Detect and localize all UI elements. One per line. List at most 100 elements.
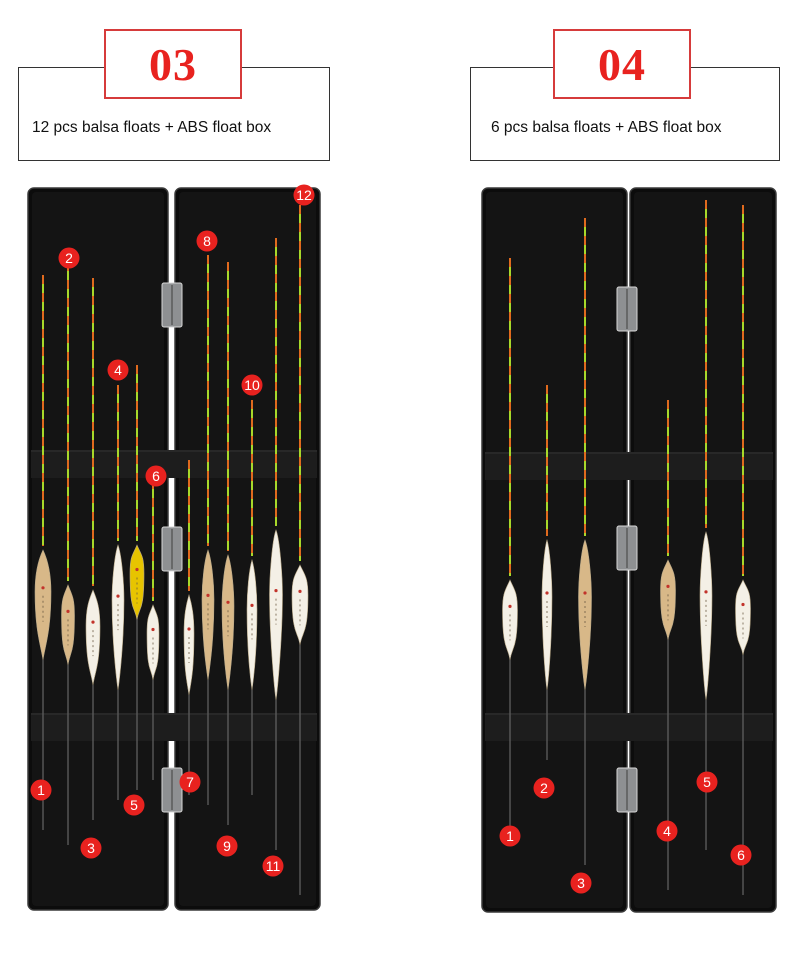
balsa-float — [541, 385, 553, 760]
float-number-marker: 1 — [499, 825, 521, 847]
number-marker-text: 4 — [114, 362, 122, 378]
float-number-marker: 2 — [58, 247, 80, 269]
float-number-marker: 10 — [241, 374, 263, 396]
number-marker-text: 2 — [540, 780, 548, 796]
number-marker-dot — [145, 465, 167, 487]
float-logo-mark — [41, 586, 45, 590]
number-marker-text: 5 — [703, 774, 711, 790]
float-logo-mark — [226, 600, 230, 604]
float-logo-mark — [704, 590, 708, 594]
balsa-float — [660, 400, 676, 890]
number-marker-text: 12 — [296, 187, 312, 203]
balsa-float — [201, 255, 215, 805]
number-marker-text: 2 — [65, 250, 73, 266]
number-marker-dot — [533, 777, 555, 799]
float-number-marker: 6 — [730, 844, 752, 866]
balsa-float — [61, 262, 75, 845]
balsa-float — [85, 278, 101, 820]
float-number-marker: 4 — [107, 359, 129, 381]
number-marker-dot — [196, 230, 218, 252]
number-marker-dot — [241, 374, 263, 396]
number-marker-dot — [499, 825, 521, 847]
float-logo-mark — [545, 591, 549, 595]
number-marker-text: 4 — [663, 823, 671, 839]
number-marker-dot — [696, 771, 718, 793]
float-logo-mark — [187, 627, 191, 631]
float-number-marker: 6 — [145, 465, 167, 487]
float-logo-mark — [151, 627, 155, 632]
balsa-float — [269, 238, 283, 850]
float-number-marker: 5 — [123, 794, 145, 816]
balsa-float — [502, 258, 518, 830]
number-marker-text: 8 — [203, 233, 211, 249]
box-lining — [32, 192, 164, 906]
float-number-marker: 1 — [30, 779, 52, 801]
number-marker-dot — [570, 872, 592, 894]
float-number-marker: 3 — [570, 872, 592, 894]
number-marker-text: 1 — [37, 782, 45, 798]
float-number-marker: 2 — [533, 777, 555, 799]
float-logo-mark — [135, 567, 139, 572]
balsa-float — [129, 365, 145, 790]
float-number-marker: 8 — [196, 230, 218, 252]
number-marker-dot — [262, 855, 284, 877]
number-marker-text: 10 — [244, 377, 260, 393]
velcro-strap — [485, 713, 773, 741]
number-marker-dot — [80, 837, 102, 859]
number-marker-dot — [123, 794, 145, 816]
float-box-photo: 1 2 3 4 5 6 — [481, 187, 777, 913]
number-marker-dot — [107, 359, 129, 381]
float-number-marker: 11 — [262, 855, 284, 877]
balsa-float — [291, 205, 309, 895]
number-marker-text: 1 — [506, 828, 514, 844]
number-marker-text: 6 — [152, 468, 160, 484]
float-logo-mark — [741, 602, 745, 607]
number-marker-text: 9 — [223, 838, 231, 854]
float-logo-mark — [666, 584, 670, 589]
option-caption: 12 pcs balsa floats + ABS float box — [32, 119, 272, 136]
product-panel-03: 03 12 pcs balsa floats + ABS float box 1… — [18, 29, 330, 911]
velcro-strap — [485, 452, 773, 480]
number-marker-dot — [30, 779, 52, 801]
option-caption: 6 pcs balsa floats + ABS float box — [491, 119, 722, 136]
velcro-strap — [31, 713, 317, 741]
float-number-marker: 3 — [80, 837, 102, 859]
box-lining — [179, 192, 316, 906]
number-marker-dot — [58, 247, 80, 269]
option-number-badge: 03 — [104, 29, 242, 99]
product-panel-04: 04 6 pcs balsa floats + ABS float box 1 2… — [400, 0, 800, 972]
number-marker-dot — [179, 771, 201, 793]
balsa-float — [578, 218, 592, 865]
balsa-float — [111, 385, 125, 800]
number-marker-text: 6 — [737, 847, 745, 863]
number-marker-dot — [656, 820, 678, 842]
balsa-float — [221, 262, 235, 825]
float-logo-mark — [298, 589, 302, 594]
number-marker-text: 3 — [87, 840, 95, 856]
float-number-marker: 9 — [216, 835, 238, 857]
balsa-float — [735, 205, 751, 895]
balsa-float — [246, 400, 258, 795]
number-marker-dot — [216, 835, 238, 857]
float-logo-mark — [508, 604, 512, 609]
float-number-marker: 5 — [696, 771, 718, 793]
float-number-marker: 4 — [656, 820, 678, 842]
balsa-float — [146, 480, 160, 780]
float-logo-mark — [116, 594, 120, 598]
float-logo-mark — [274, 589, 278, 593]
velcro-strap — [31, 450, 317, 478]
float-logo-mark — [91, 620, 95, 624]
balsa-float — [34, 275, 52, 830]
float-logo-mark — [66, 609, 70, 614]
box-lining — [486, 192, 623, 908]
number-marker-text: 5 — [130, 797, 138, 813]
float-logo-mark — [583, 591, 587, 595]
number-marker-text: 3 — [577, 875, 585, 891]
float-number-marker: 7 — [179, 771, 201, 793]
float-number-marker: 12 — [293, 184, 315, 206]
option-number-badge: 04 — [553, 29, 691, 99]
number-marker-dot — [293, 184, 315, 206]
number-marker-text: 11 — [266, 858, 281, 874]
float-logo-mark — [206, 593, 210, 598]
